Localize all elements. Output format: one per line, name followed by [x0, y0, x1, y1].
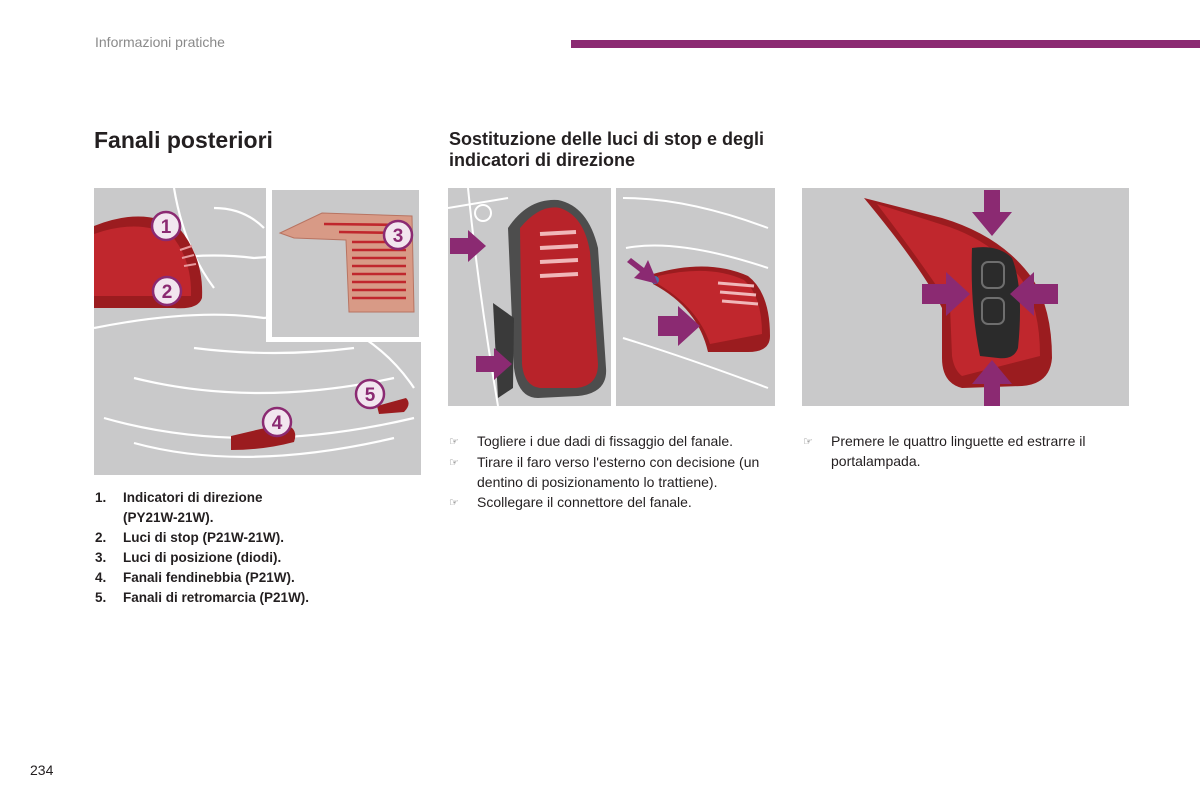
- callout-3-badge: 3: [382, 219, 414, 251]
- pointing-hand-icon: ☞: [449, 436, 459, 448]
- lamp-holder-steps-list: ☞Premere le quattro linguette ed estrarr…: [803, 431, 1128, 471]
- callout-1-badge: 1: [150, 210, 182, 242]
- legend-item: 3.Luci di posizione (diodi).: [95, 550, 282, 565]
- svg-text:2: 2: [162, 282, 173, 303]
- removal-steps-list: ☞Togliere i due dadi di fissaggio del fa…: [449, 431, 779, 513]
- step-item: ☞Scollegare il connettore del fanale.: [449, 492, 779, 513]
- step-item: ☞Premere le quattro linguette ed estrarr…: [803, 433, 1086, 469]
- bulb-legend-list: 1.Indicatori di direzione (PY21W-21W). 2…: [95, 488, 315, 608]
- callout-4-badge: 4: [261, 406, 293, 438]
- lamp-removal-illustration: [448, 188, 775, 406]
- pointing-hand-icon: ☞: [803, 436, 813, 448]
- rear-lights-illustration: 1 2 3 4 5: [94, 188, 421, 475]
- callout-2-badge: 2: [151, 275, 183, 307]
- legend-item: 4.Fanali fendinebbia (P21W).: [95, 570, 295, 585]
- legend-item: 2.Luci di stop (P21W-21W).: [95, 530, 284, 545]
- pointing-hand-icon: ☞: [449, 457, 459, 469]
- svg-text:4: 4: [272, 413, 283, 434]
- section-accent-bar: [571, 40, 1200, 48]
- page-title: Fanali posteriori: [94, 127, 273, 153]
- legend-item: 5.Fanali di retromarcia (P21W).: [95, 590, 310, 605]
- page-number: 234: [30, 762, 54, 778]
- svg-text:1: 1: [161, 217, 172, 238]
- lamp-holder-illustration: [802, 188, 1129, 406]
- svg-text:3: 3: [393, 226, 404, 247]
- step-item: ☞Tirare il faro verso l'esterno con deci…: [449, 454, 760, 490]
- pointing-hand-icon: ☞: [449, 497, 459, 509]
- section-label: Informazioni pratiche: [95, 34, 225, 50]
- legend-item: 1.Indicatori di direzione (PY21W-21W).: [95, 490, 263, 525]
- subsection-title: Sostituzione delle luci di stop e degli …: [449, 129, 765, 170]
- step-item: ☞Togliere i due dadi di fissaggio del fa…: [449, 431, 779, 452]
- svg-text:5: 5: [365, 385, 376, 406]
- callout-5-badge: 5: [354, 378, 386, 410]
